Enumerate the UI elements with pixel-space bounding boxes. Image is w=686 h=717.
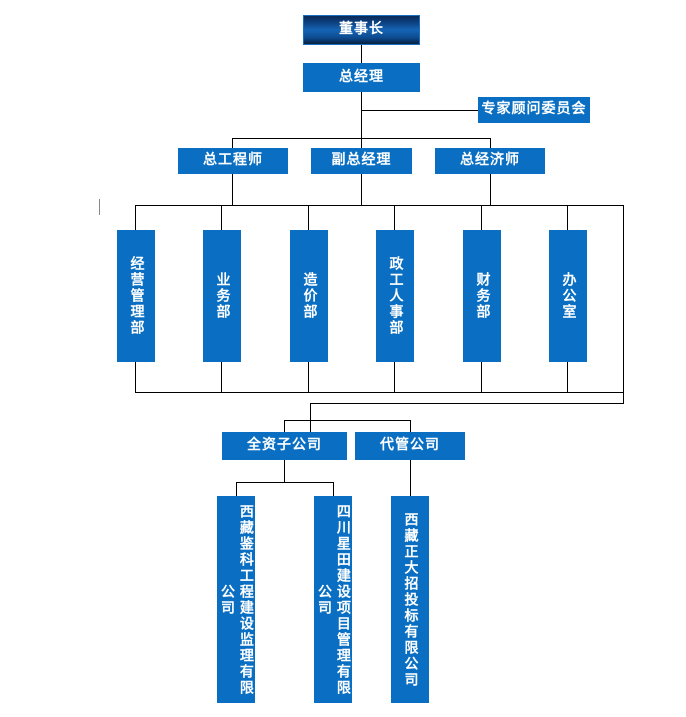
node-department-3[interactable]: 政工人事部: [376, 230, 414, 362]
connector-subsidiary-stem: [310, 403, 311, 432]
connector-dept-drop-1: [221, 205, 222, 230]
connector-dept-drop-0: [135, 205, 136, 230]
node-wholly-owned-company-1[interactable]: 四川星田建设项目管理有限公司: [314, 496, 352, 703]
node-department-1[interactable]: 业务部: [203, 230, 241, 362]
connector-subsidiary-group-bus: [284, 420, 411, 421]
connector-to-subsidiary-bus: [310, 403, 624, 404]
node-department-5-label: 办公室: [560, 272, 577, 320]
connector-wholly-owned-drop-1: [333, 482, 334, 496]
node-subsidiary-group-wholly-owned-label: 全资子公司: [247, 437, 322, 454]
node-department-2-label: 造价部: [301, 272, 318, 320]
node-department-2[interactable]: 造价部: [290, 230, 328, 362]
node-subsidiary-group-managed[interactable]: 代管公司: [355, 432, 465, 460]
connector-dept-drop-2: [308, 205, 309, 230]
node-managed-company-0[interactable]: 西藏正大招投标有限公司: [391, 496, 429, 703]
connector-deputy-gm-down: [361, 174, 362, 206]
node-department-4-label: 财务部: [474, 272, 491, 320]
connector-dept-drop-5: [567, 205, 568, 230]
node-chairman-label: 董事长: [339, 21, 384, 38]
connector-bus-to-wholly-owned: [284, 420, 285, 432]
connector-dept-rise-3: [394, 362, 395, 392]
node-department-1-label: 业务部: [214, 272, 231, 320]
node-chief-economist-label: 总经济师: [460, 152, 520, 169]
node-general-manager[interactable]: 总经理: [303, 63, 420, 92]
node-wholly-owned-company-1-label: 四川星田建设项目管理有限公司: [316, 503, 351, 696]
connector-wholly-owned-stem: [284, 460, 285, 482]
connector-chairman-to-gm: [361, 45, 362, 64]
node-general-manager-label: 总经理: [339, 68, 384, 85]
connector-gm-stem: [361, 92, 362, 138]
node-chairman[interactable]: 董事长: [303, 15, 420, 45]
node-wholly-owned-company-0-label: 西藏鉴科工程建设监理有限公司: [219, 503, 254, 696]
node-chief-engineer[interactable]: 总工程师: [178, 148, 288, 174]
node-managed-company-0-label: 西藏正大招投标有限公司: [402, 511, 419, 688]
node-department-4[interactable]: 财务部: [463, 230, 501, 362]
connector-dept-rise-0: [135, 362, 136, 392]
connector-gm-to-advisory: [361, 110, 479, 111]
node-chief-engineer-label: 总工程师: [203, 152, 263, 169]
node-advisory-committee-label: 专家顾问委员会: [481, 101, 587, 118]
stray-tick-mark: [99, 199, 100, 215]
node-wholly-owned-company-0[interactable]: 西藏鉴科工程建设监理有限公司: [217, 496, 255, 703]
connector-dept-rise-4: [481, 362, 482, 392]
node-department-3-label: 政工人事部: [387, 256, 404, 336]
connector-bus-to-deputy-gm: [361, 138, 362, 149]
connector-dept-rise-1: [221, 362, 222, 392]
node-subsidiary-group-wholly-owned[interactable]: 全资子公司: [222, 432, 347, 460]
connector-dept-drop-3: [394, 205, 395, 230]
connector-chief-engineer-down: [232, 174, 233, 206]
connector-dept-drop-4: [481, 205, 482, 230]
connector-wholly-owned-drop-0: [236, 482, 237, 496]
node-advisory-committee[interactable]: 专家顾问委员会: [478, 97, 590, 123]
node-chief-economist[interactable]: 总经济师: [435, 148, 545, 174]
connector-dept-rise-2: [308, 362, 309, 392]
connector-bus-to-chief-economist: [490, 138, 491, 149]
node-deputy-general-manager[interactable]: 副总经理: [311, 148, 412, 174]
connector-managed-stem: [410, 460, 411, 496]
node-department-5[interactable]: 办公室: [549, 230, 587, 362]
connector-dept-bus-right-riser: [623, 205, 624, 403]
connector-chief-economist-down: [490, 174, 491, 206]
node-department-0[interactable]: 经营管理部: [117, 230, 155, 362]
connector-department-bus-bottom: [135, 392, 624, 393]
connector-bus-to-managed: [410, 420, 411, 432]
connector-department-bus-top: [135, 205, 623, 206]
connector-dept-rise-5: [567, 362, 568, 392]
node-department-0-label: 经营管理部: [128, 256, 145, 336]
connector-wholly-owned-bus: [236, 482, 333, 483]
connector-bus-to-chief-engineer: [232, 138, 233, 149]
node-subsidiary-group-managed-label: 代管公司: [380, 437, 440, 454]
node-deputy-general-manager-label: 副总经理: [331, 152, 392, 169]
